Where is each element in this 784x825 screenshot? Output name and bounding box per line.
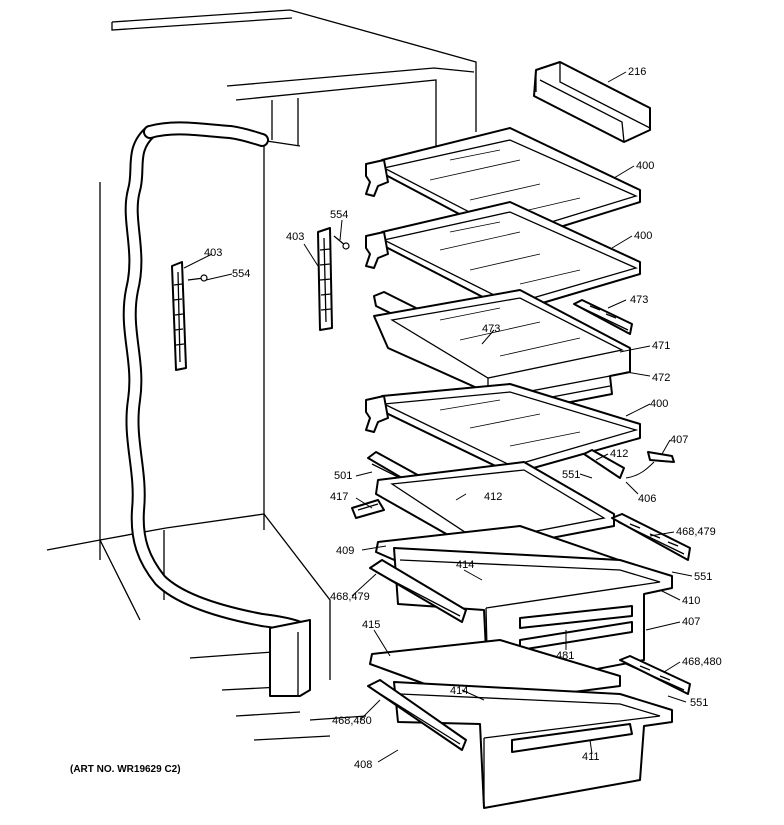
callout-551-middle: 551 — [694, 571, 712, 583]
callout-417: 417 — [330, 491, 348, 503]
callout-408: 408 — [354, 759, 372, 771]
callout-554-center: 554 — [330, 209, 348, 221]
callout-412-left: 412 — [484, 491, 502, 503]
callout-403-left: 403 — [204, 247, 222, 259]
callout-labels: 216 400 400 554 403 403 554 473 473 471 … — [204, 66, 722, 771]
callout-468-479-left: 468,479 — [330, 591, 370, 603]
slide-rail-468-480-right — [619, 655, 691, 695]
callout-415: 415 — [362, 619, 380, 631]
crisper-pan-upper-410 — [393, 547, 673, 691]
callout-472: 472 — [652, 372, 670, 384]
callout-554-left: 554 — [232, 268, 250, 280]
callout-481: 481 — [556, 650, 574, 662]
shelf-ladder-left — [171, 261, 187, 371]
callout-551-top: 551 — [562, 469, 580, 481]
glass-shelf-400-third — [365, 383, 641, 475]
callout-403-center: 403 — [286, 231, 304, 243]
rail-417-left — [351, 499, 385, 519]
callout-471: 471 — [652, 340, 670, 352]
callout-400-third: 400 — [650, 398, 668, 410]
cabinet-liner — [46, 9, 477, 741]
callout-411: 411 — [582, 751, 600, 763]
leader-lines — [183, 71, 693, 763]
crisper-pan-lower-408 — [393, 681, 673, 809]
glass-shelf-400-second — [365, 201, 641, 313]
slide-rail-473-right — [573, 299, 633, 335]
callout-468-479-right: 468,479 — [676, 526, 716, 538]
callout-407-top: 407 — [670, 434, 688, 446]
callout-551-bottom: 551 — [690, 697, 708, 709]
glass-shelf-400-top — [365, 127, 641, 243]
callout-400-top: 400 — [636, 160, 654, 172]
callout-468-480-left: 468,480 — [332, 715, 372, 727]
callout-406: 406 — [638, 493, 656, 505]
callout-414-lower: 414 — [450, 685, 468, 697]
callout-410: 410 — [682, 595, 700, 607]
callout-473-pan: 473 — [482, 323, 500, 335]
callout-473-right: 473 — [630, 294, 648, 306]
cover-frame-409 — [375, 461, 615, 553]
door-bin-216 — [533, 61, 651, 143]
callout-414-upper: 414 — [456, 559, 474, 571]
callout-468-480-right: 468,480 — [682, 656, 722, 668]
callout-409: 409 — [336, 545, 354, 557]
callout-400-second: 400 — [634, 230, 652, 242]
crisper-glass-415 — [369, 639, 621, 705]
slide-rail-468-479-left — [369, 559, 467, 623]
callout-501: 501 — [334, 470, 352, 482]
shelf-support-screw-center — [333, 235, 350, 250]
callout-216: 216 — [628, 66, 646, 78]
shelf-ladder-center — [317, 227, 333, 331]
slide-rail-468-480-left — [367, 679, 467, 751]
bracket-407-right — [647, 451, 675, 463]
slide-rail-468-479-right — [611, 513, 691, 561]
callout-412-right: 412 — [610, 448, 628, 460]
callout-407-pan: 407 — [682, 616, 700, 628]
breaker-strip — [122, 121, 311, 697]
art-number: (ART NO. WR19629 C2) — [70, 764, 181, 775]
snack-pan-471 — [373, 289, 631, 419]
rail-412-right — [583, 449, 625, 479]
shelf-support-screw-left — [187, 274, 208, 282]
